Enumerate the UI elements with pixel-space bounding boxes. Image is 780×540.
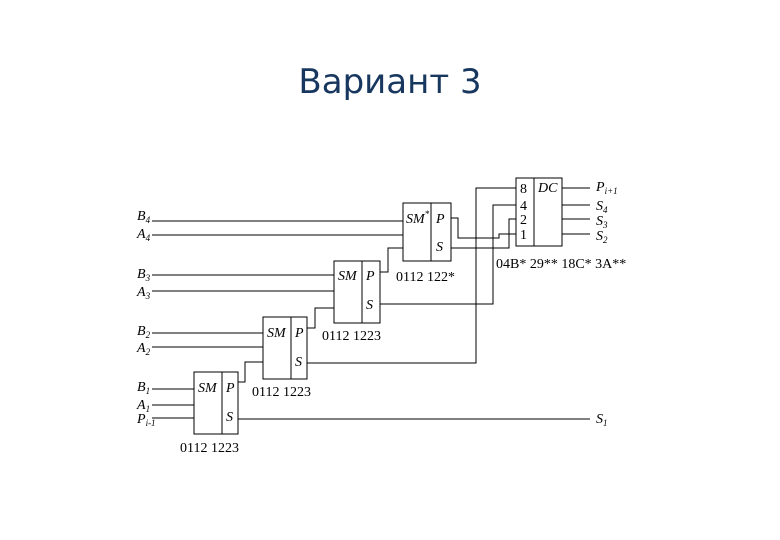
adder-1: SM P S 0112 1223 xyxy=(180,371,239,456)
adder-1-carry-label: P xyxy=(225,381,235,396)
adder-1-sum-label: S xyxy=(226,410,233,425)
decoder-weight-4: 4 xyxy=(520,199,527,214)
decoder-label: DC xyxy=(537,181,558,196)
output-labels: Pi+1 S4 S3 S2 S1 xyxy=(595,180,618,428)
decoder-weight-8: 8 xyxy=(520,182,527,197)
adder-2: SM P S 0112 1223 xyxy=(252,316,311,400)
input-labels: B4 A4 B3 A3 B2 A2 B1 A1 Pi-1 xyxy=(136,209,156,428)
adder-2-sum-label: S xyxy=(295,355,302,370)
adder-1-label: SM xyxy=(198,381,218,396)
adder-4-carry-label: P xyxy=(435,212,445,227)
carry-chain xyxy=(238,247,403,383)
input-label-b2: B2 xyxy=(137,324,151,340)
adder-4-sum-label: S xyxy=(436,240,443,255)
adder-1-code: 0112 1223 xyxy=(180,441,239,456)
adder-3-code: 0112 1223 xyxy=(322,329,381,344)
adder-3-sum-label: S xyxy=(366,298,373,313)
input-label-p0: Pi-1 xyxy=(136,412,156,428)
output-label-s1: S1 xyxy=(596,412,608,428)
adder-2-carry-label: P xyxy=(294,326,304,341)
adder-3-carry-label: P xyxy=(365,269,375,284)
adder-3-label: SM xyxy=(338,269,358,284)
output-label-s2: S2 xyxy=(596,229,608,245)
input-label-a4: A4 xyxy=(136,227,151,243)
adder-3: SM P S 0112 1223 xyxy=(322,260,381,344)
output-label-s4: S4 xyxy=(596,199,608,215)
input-label-a2: A2 xyxy=(136,341,151,357)
input-wires xyxy=(152,220,403,419)
adder-4: SM* P S 0112 122* xyxy=(396,202,455,285)
sum-wires xyxy=(238,187,590,420)
adder-2-label: SM xyxy=(267,326,287,341)
input-label-b4: B4 xyxy=(137,209,151,225)
adder-4-label: SM* xyxy=(406,209,430,227)
adder-4-code: 0112 122* xyxy=(396,270,455,285)
output-label-p: Pi+1 xyxy=(595,180,618,196)
adder-2-code: 0112 1223 xyxy=(252,385,311,400)
input-label-b3: B3 xyxy=(137,267,151,283)
input-label-b1: B1 xyxy=(137,380,150,396)
decoder-code: 04B* 29** 18C* 3A** xyxy=(496,257,626,272)
decoder: DC 8 4 2 1 04B* 29** 18C* 3A** xyxy=(496,177,626,272)
output-label-s3: S3 xyxy=(596,214,608,230)
decoder-weight-2: 2 xyxy=(520,213,527,228)
input-label-a1: A1 xyxy=(136,398,150,414)
input-label-a3: A3 xyxy=(136,285,151,301)
slide-title: Вариант 3 xyxy=(298,62,482,102)
decoder-weight-1: 1 xyxy=(520,228,527,243)
